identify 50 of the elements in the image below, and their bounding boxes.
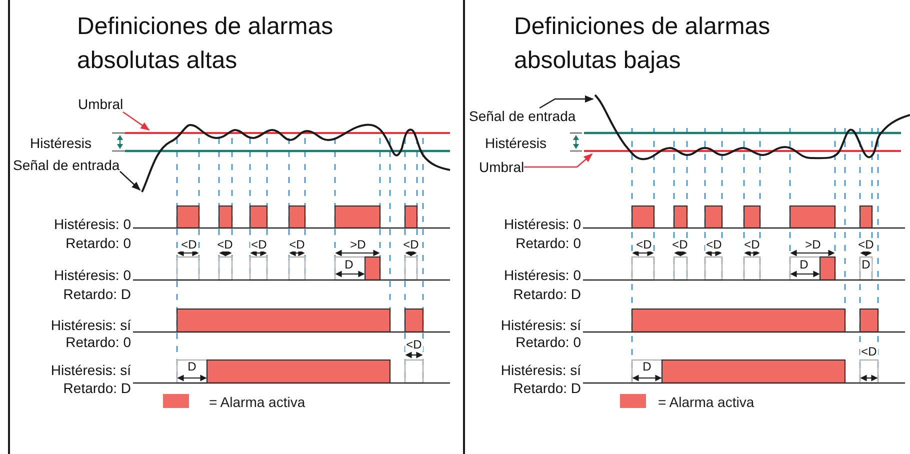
legend-text: = Alarma activa <box>209 394 306 410</box>
trace-label: Histéresis: 0 <box>504 267 581 283</box>
trace-label: Retardo: D <box>513 286 581 302</box>
trace-label: Histéresis: sí <box>500 362 581 378</box>
duration-label: D <box>798 258 810 272</box>
callout-text: Umbral <box>78 96 124 112</box>
duration-label: >D <box>349 238 367 252</box>
trace-label: Histéresis: sí <box>500 317 581 333</box>
trace-label: Retardo: D <box>63 286 131 302</box>
duration-label: <D <box>705 238 723 252</box>
leader-line <box>539 95 594 109</box>
duration-label: <D <box>857 238 875 252</box>
trace-label: Retardo: D <box>63 380 131 396</box>
duration-label: D <box>344 258 354 272</box>
leader-line <box>122 111 150 131</box>
duration-label: <D <box>250 238 268 252</box>
trace-label: Histéresis: 0 <box>504 216 581 232</box>
callout-text: Señal de entrada <box>469 108 576 124</box>
duration-label: <D <box>405 338 423 352</box>
hysteresis-label: Histéresis <box>30 135 92 151</box>
duration-label: D <box>860 258 872 272</box>
hysteresis-label: Histéresis <box>485 135 546 151</box>
legend-text: = Alarma activa <box>658 394 754 410</box>
duration-label: <D <box>402 238 420 252</box>
panel-heading: Definiciones de alarmas absolutas altas <box>77 12 334 76</box>
trace-label: Histéresis: 0 <box>54 267 131 283</box>
duration-label: <D <box>180 238 198 252</box>
duration-label: D <box>186 360 198 374</box>
duration-label: <D <box>860 346 878 358</box>
panel-heading: Definiciones de alarmas absolutas bajas <box>514 12 772 76</box>
leader-line <box>524 153 593 168</box>
trace-label: Histéresis: sí <box>50 362 131 378</box>
trace-label: Histéresis: sí <box>50 317 131 333</box>
trace-label: Retardo: 0 <box>516 334 581 350</box>
duration-label: <D <box>216 238 234 252</box>
trace-label: Retardo: D <box>513 380 581 396</box>
diagram-panel <box>463 0 910 454</box>
callout-text: Señal de entrada <box>13 157 120 173</box>
duration-label: <D <box>743 238 761 252</box>
duration-label: <D <box>635 238 653 252</box>
trace-label: Retardo: 0 <box>516 235 581 251</box>
leader-line <box>120 170 141 191</box>
duration-label: <D <box>288 238 306 252</box>
trace-label: Retardo: 0 <box>66 334 131 350</box>
duration-label: <D <box>671 238 689 252</box>
trace-label: Retardo: 0 <box>66 235 131 251</box>
duration-label: >D <box>804 238 822 252</box>
trace-label: Histéresis: 0 <box>54 216 131 232</box>
callout-text: Umbral <box>479 159 524 175</box>
duration-label: D <box>642 360 652 374</box>
